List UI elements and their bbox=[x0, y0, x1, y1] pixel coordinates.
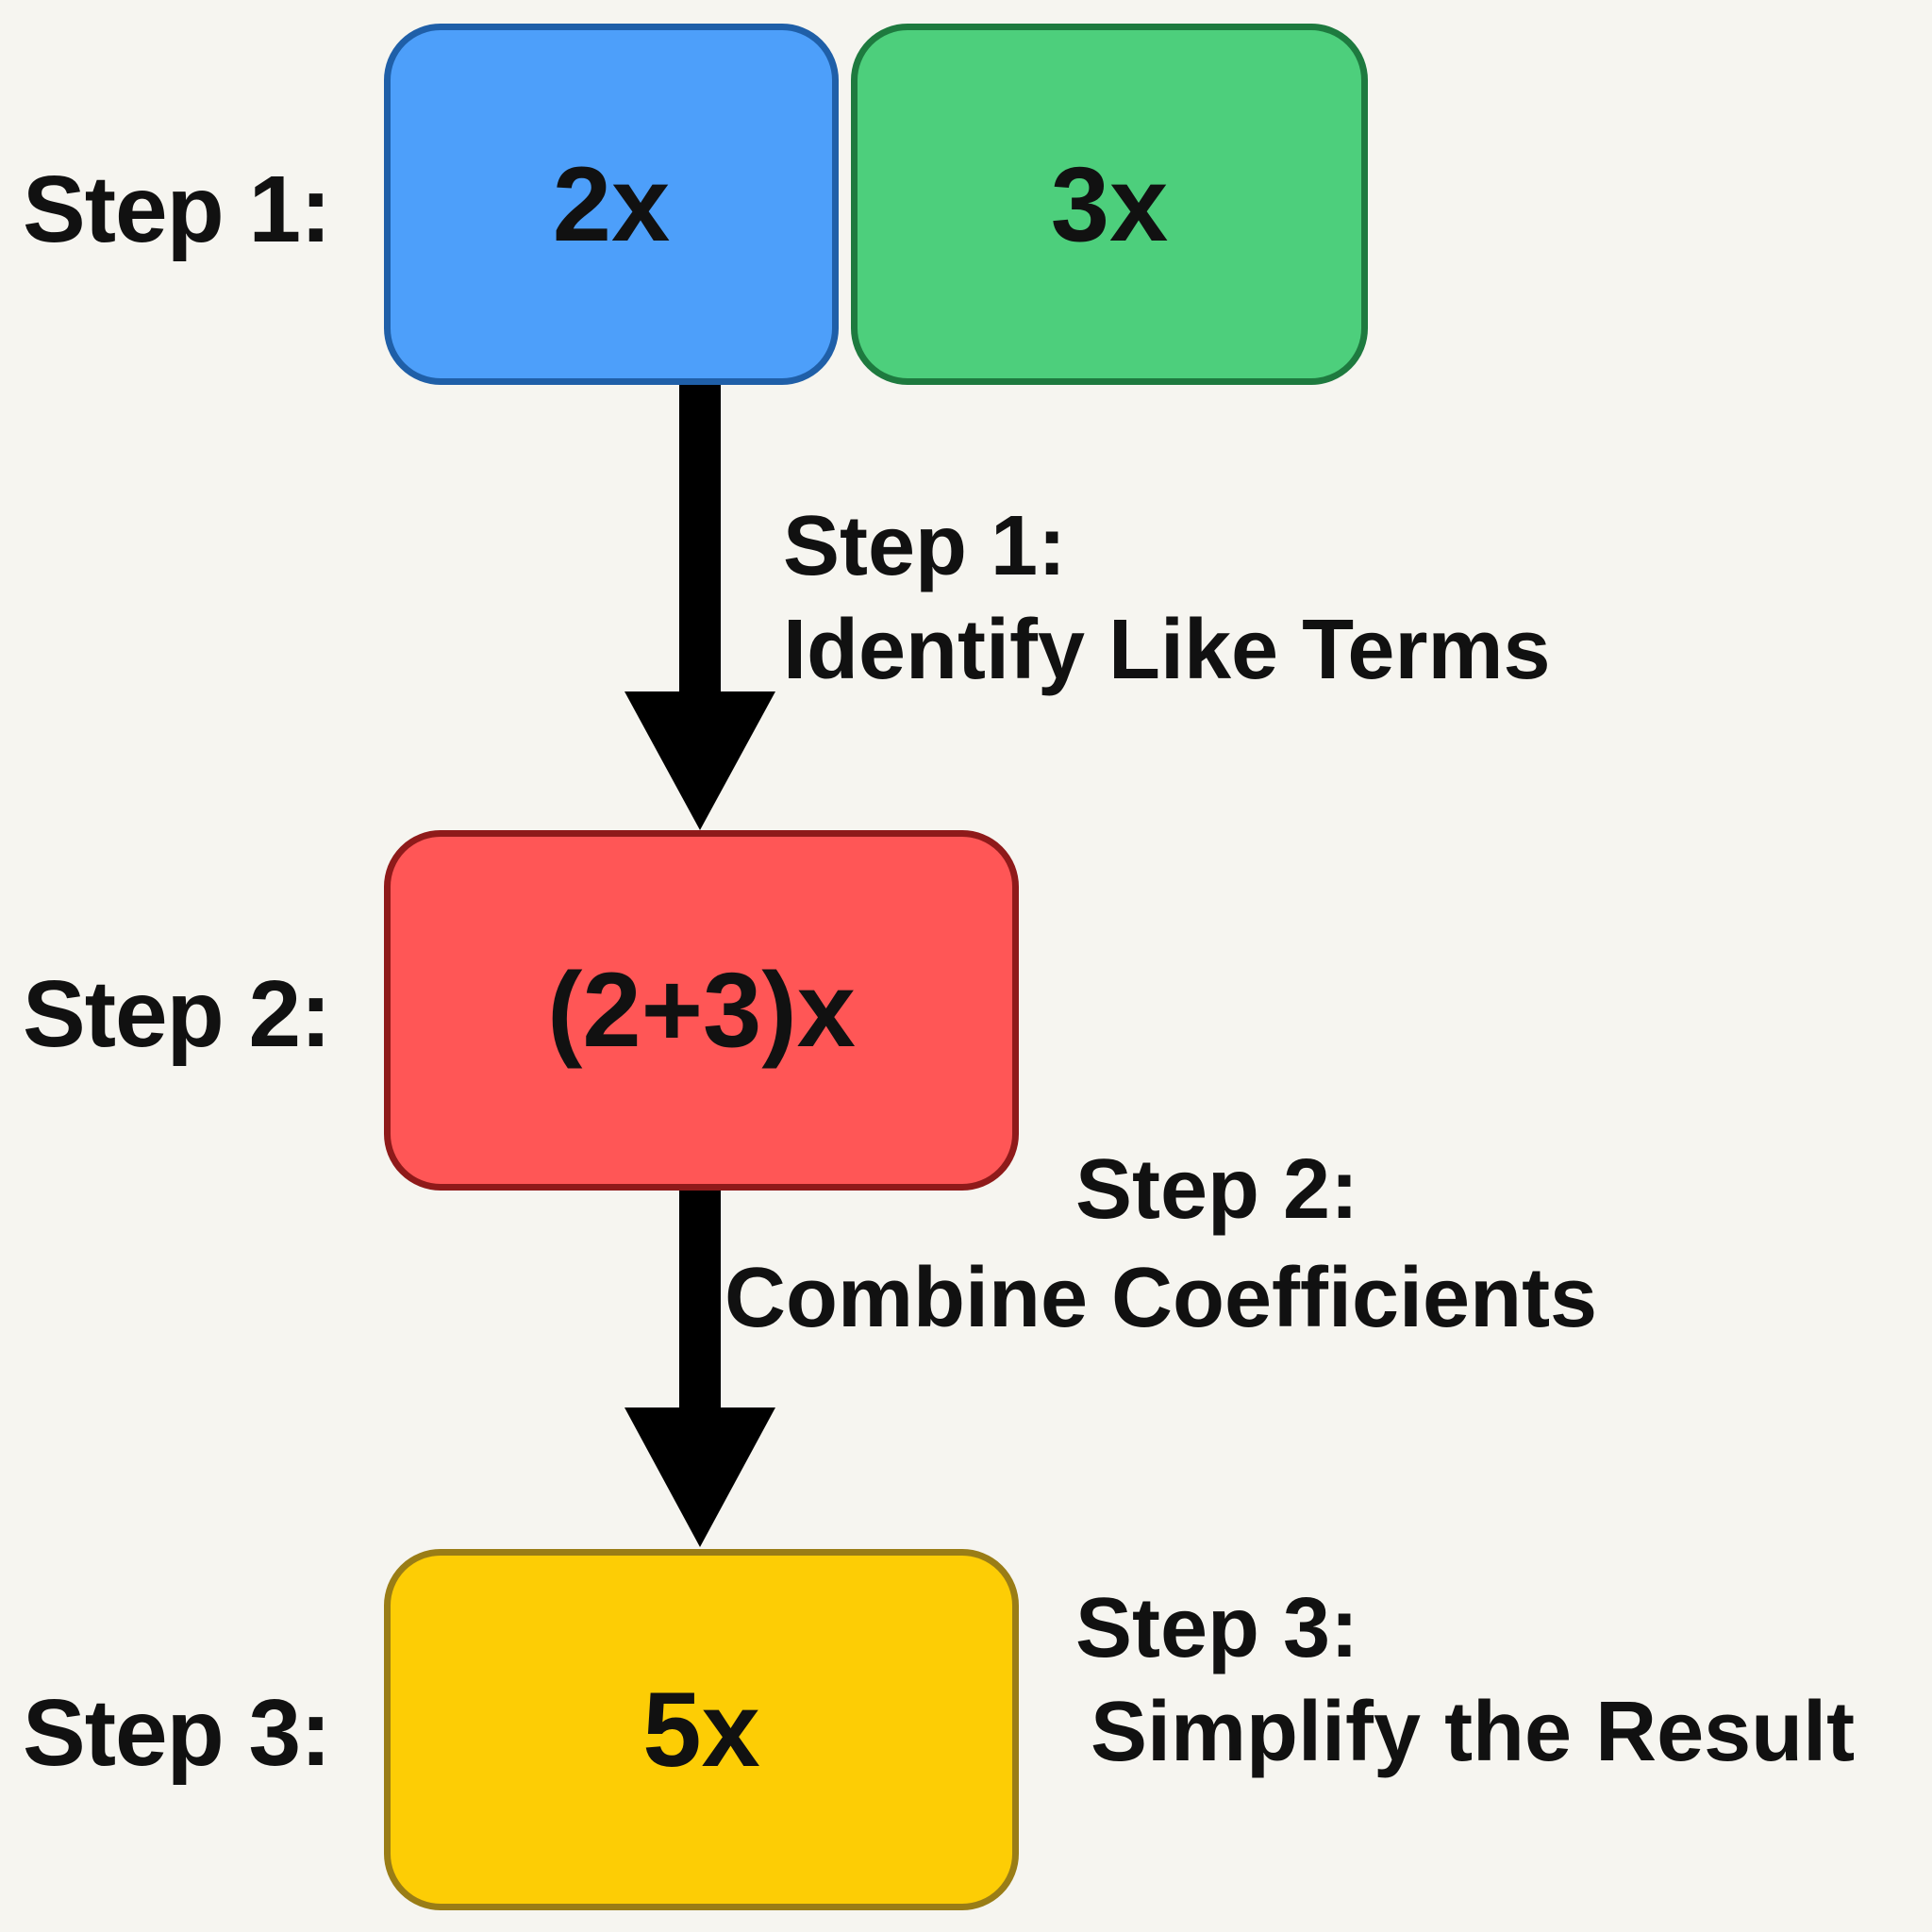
annotation-step-3: Step 3: Simplify the Result bbox=[1075, 1577, 1855, 1785]
step-2-label: Step 2: bbox=[23, 961, 331, 1067]
combined-text: (2+3)x bbox=[547, 951, 856, 1069]
annotation-step-1-title: Step 1: bbox=[783, 499, 1067, 593]
combined-box: (2+3)x bbox=[384, 830, 1019, 1191]
annotation-step-2-title: Step 2: bbox=[1075, 1142, 1359, 1237]
annotation-step-2-text: Combine Coefficients bbox=[724, 1251, 1598, 1345]
annotation-step-1-text: Identify Like Terms bbox=[783, 602, 1551, 697]
annotation-step-1: Step 1: Identify Like Terms bbox=[783, 495, 1551, 703]
arrow-1-head bbox=[625, 691, 775, 830]
annotation-step-2-text-block: Combine Coefficients bbox=[724, 1247, 1597, 1351]
annotation-step-2-title-block: Step 2: bbox=[1075, 1139, 1358, 1242]
step-1-label: Step 1: bbox=[23, 157, 331, 262]
annotation-step-3-title: Step 3: bbox=[1075, 1581, 1359, 1675]
term-2x-text: 2x bbox=[552, 144, 671, 263]
annotation-step-3-text: Simplify the Result bbox=[1091, 1684, 1856, 1779]
result-box: 5x bbox=[384, 1549, 1019, 1910]
arrow-2-head bbox=[625, 1407, 775, 1547]
arrow-1-shaft bbox=[679, 382, 721, 698]
result-text: 5x bbox=[642, 1670, 760, 1789]
term-3x-text: 3x bbox=[1050, 144, 1169, 263]
term-box-2x: 2x bbox=[384, 24, 839, 385]
term-box-3x: 3x bbox=[851, 24, 1368, 385]
step-3-label: Step 3: bbox=[23, 1680, 331, 1786]
arrow-2-shaft bbox=[679, 1189, 721, 1415]
